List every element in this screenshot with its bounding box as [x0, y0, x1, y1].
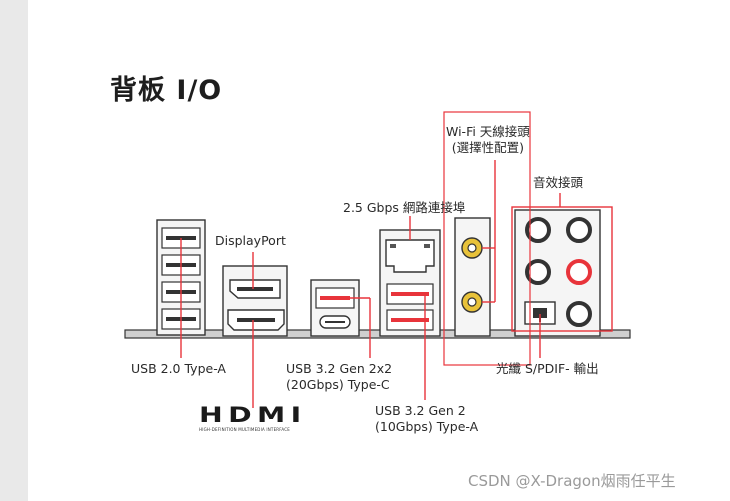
label-usb20: USB 2.0 Type-A: [131, 361, 226, 376]
wifi-callout-frame: [443, 111, 531, 366]
label-usb32-gen2x2-line2: (20Gbps) Type-C: [286, 377, 390, 392]
label-usb32-gen2-line2: (10Gbps) Type-A: [375, 419, 479, 434]
label-lan: 2.5 Gbps 網路連接埠: [343, 200, 466, 215]
left-margin-bar: [0, 0, 28, 501]
label-wifi-line2: (選擇性配置): [451, 140, 525, 155]
label-spdif: 光纖 S/PDIF- 輸出: [496, 361, 599, 376]
display-outputs-block: [222, 265, 288, 337]
label-usb32-gen2x2: USB 3.2 Gen 2x2 (20Gbps) Type-C: [286, 361, 392, 393]
hdmi-logo: HDMI HIGH-DEFINITION MULTIMEDIA INTERFAC…: [199, 404, 307, 434]
hdmi-logo-wordmark: HDMI: [199, 403, 307, 427]
label-wifi: Wi-Fi 天線接頭 (選擇性配置): [446, 124, 530, 156]
label-audio: 音效接頭: [533, 175, 584, 190]
label-usb32-gen2-line1: USB 3.2 Gen 2: [375, 403, 466, 418]
hdmi-logo-tagline: HIGH-DEFINITION MULTIMEDIA INTERFACE: [199, 427, 291, 432]
io-panel-base: [124, 329, 631, 339]
label-displayport: DisplayPort: [215, 233, 286, 248]
wifi-antenna-block: [454, 217, 491, 337]
leader-lines: [180, 160, 561, 408]
label-wifi-line1: Wi-Fi 天線接頭: [446, 124, 530, 139]
usb-c-block: [310, 279, 360, 337]
lan-connector: [385, 239, 435, 273]
label-usb32-gen2x2-line1: USB 3.2 Gen 2x2: [286, 361, 393, 376]
label-usb32-gen2: USB 3.2 Gen 2 (10Gbps) Type-A: [375, 403, 478, 435]
audio-jack-block: [514, 209, 601, 337]
lan-usb-block: [379, 229, 441, 337]
csdn-watermark: CSDN @X-Dragon烟雨任平生: [468, 472, 676, 490]
audio-callout-frame: [511, 206, 613, 332]
page-title: 背板 I/O: [110, 75, 223, 106]
